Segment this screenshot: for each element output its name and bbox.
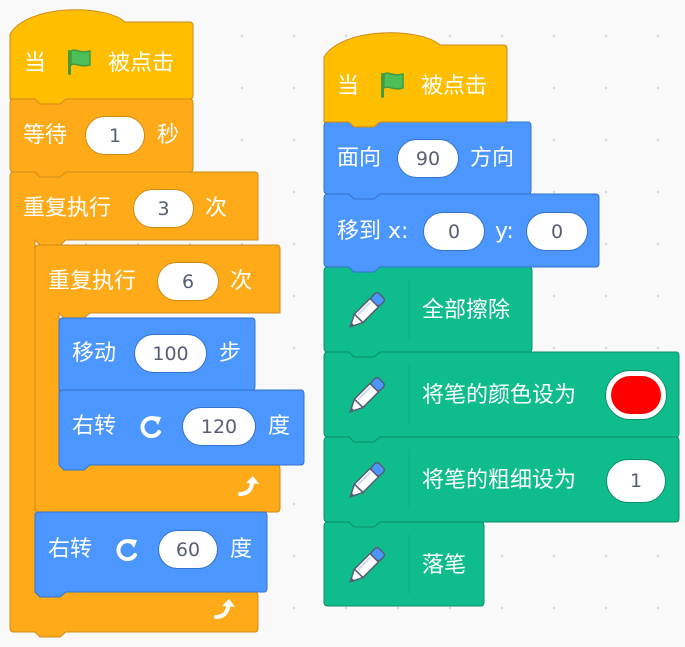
set-pen-color-block[interactable] xyxy=(323,351,680,443)
move-unit-label: 步 xyxy=(219,341,242,366)
goto-x-input[interactable]: 0 xyxy=(423,212,485,251)
point-unit-label: 方向 xyxy=(470,146,515,171)
rotate-right-icon xyxy=(116,539,137,562)
repeat-6-label: 重复执行 xyxy=(48,269,137,294)
direction-input[interactable]: 90 xyxy=(397,139,459,178)
repeat-3-label: 重复执行 xyxy=(23,196,112,221)
pen-color-swatch[interactable] xyxy=(605,370,667,420)
loop-arrow-icon xyxy=(214,599,235,619)
wait-seconds-input[interactable]: 1 xyxy=(85,116,145,155)
pen-color-fill xyxy=(611,376,661,414)
repeat-6-count-input[interactable]: 6 xyxy=(157,262,219,301)
set-color-label: 将笔的颜色设为 xyxy=(422,383,577,408)
hat-suffix-label: 被点击 xyxy=(108,51,175,76)
repeat-3-count-input[interactable]: 3 xyxy=(133,189,194,228)
pen-icon xyxy=(348,291,386,329)
erase-all-label: 全部擦除 xyxy=(422,298,511,323)
set-pen-size-block[interactable] xyxy=(323,436,680,528)
loop-arrow-icon xyxy=(238,476,259,496)
hat-prefix-label: 当 xyxy=(24,51,47,76)
erase-all-block[interactable] xyxy=(323,266,533,358)
pen-icon xyxy=(348,461,386,499)
pen-size-input[interactable]: 1 xyxy=(606,459,666,503)
move-steps-input[interactable]: 100 xyxy=(134,334,207,373)
repeat-6-unit-label: 次 xyxy=(230,269,253,294)
set-size-label: 将笔的粗细设为 xyxy=(422,468,577,493)
move-label: 移动 xyxy=(72,341,117,366)
goto-y-label: y: xyxy=(495,219,514,244)
green-flag-icon xyxy=(381,72,404,98)
turn-outer-unit-label: 度 xyxy=(230,537,253,562)
wait-label: 等待 xyxy=(23,123,68,148)
when-flag-clicked-block[interactable] xyxy=(9,9,194,105)
turn-inner-degrees-input[interactable]: 120 xyxy=(182,407,256,446)
hat2-suffix-label: 被点击 xyxy=(421,74,488,99)
turn-outer-degrees-input[interactable]: 60 xyxy=(158,530,218,569)
goto-label: 移到 x: xyxy=(337,219,409,244)
turn-outer-label: 右转 xyxy=(48,537,93,562)
pen-icon xyxy=(348,546,386,584)
rotate-right-icon xyxy=(140,416,161,439)
pen-icon xyxy=(348,376,386,414)
turn-inner-label: 右转 xyxy=(72,414,117,439)
point-label: 面向 xyxy=(337,146,382,171)
hat2-prefix-label: 当 xyxy=(337,74,360,99)
when-flag-clicked-block-2[interactable] xyxy=(323,32,508,128)
turn-inner-unit-label: 度 xyxy=(268,414,291,439)
repeat-3-unit-label: 次 xyxy=(205,196,228,221)
goto-y-input[interactable]: 0 xyxy=(526,212,588,251)
wait-unit-label: 秒 xyxy=(157,123,180,148)
pen-down-block[interactable] xyxy=(323,521,485,607)
repeat-6-block[interactable] xyxy=(34,244,281,518)
green-flag-icon xyxy=(68,49,91,75)
pen-down-label: 落笔 xyxy=(422,553,467,578)
